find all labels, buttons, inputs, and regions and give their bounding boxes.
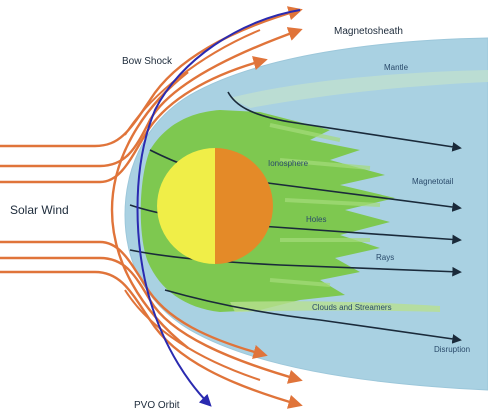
label-mantle: Mantle bbox=[384, 63, 409, 72]
label-disruption: Disruption bbox=[434, 345, 470, 354]
ionosphere-light-streaks bbox=[269, 123, 381, 287]
bow-shock-lower-arc bbox=[124, 289, 261, 381]
label-solar-wind: Solar Wind bbox=[10, 203, 69, 217]
label-bow-shock: Bow Shock bbox=[122, 56, 173, 67]
planet-dayside bbox=[157, 148, 215, 264]
label-magnetosheath: Magnetosheath bbox=[334, 26, 403, 37]
label-clouds-streamers: Clouds and Streamers bbox=[312, 303, 392, 312]
pvo-orbit bbox=[136, 9, 301, 407]
planet-nightside bbox=[215, 148, 273, 264]
bow-shock-curve bbox=[110, 71, 189, 349]
planet bbox=[157, 148, 273, 264]
label-ionosphere: Ionosphere bbox=[268, 159, 309, 168]
clouds-streamers-region bbox=[230, 301, 440, 312]
label-holes: Holes bbox=[306, 215, 326, 224]
label-rays: Rays bbox=[376, 253, 394, 262]
mantle-region bbox=[230, 70, 488, 108]
bow-shock-upper-arc bbox=[124, 29, 261, 136]
label-pvo-orbit: PVO Orbit bbox=[134, 400, 180, 411]
label-magnetotail: Magnetotail bbox=[412, 177, 454, 186]
